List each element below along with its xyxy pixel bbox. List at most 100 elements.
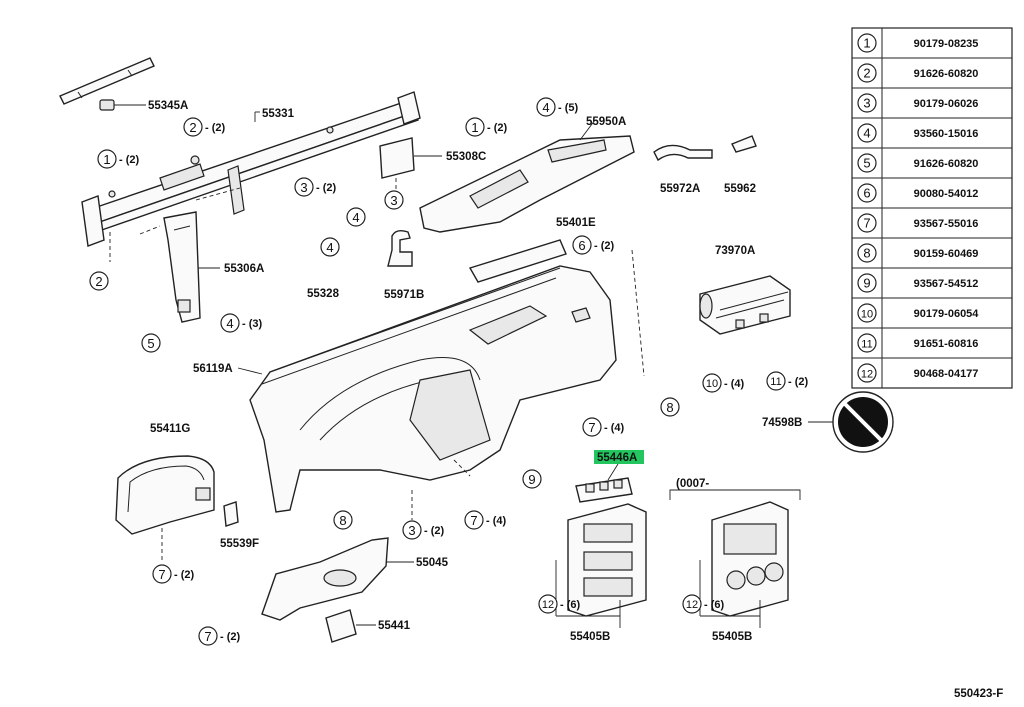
svg-text:- (2): - (2) <box>316 182 337 194</box>
label-55411G: 55411G <box>150 423 190 435</box>
callout-8-left: 8 <box>333 510 353 530</box>
table-ref-number: 2 <box>863 66 870 81</box>
svg-text:- (3): - (3) <box>242 318 263 330</box>
table-ref-number: 10 <box>861 309 873 321</box>
svg-text:- (6): - (6) <box>704 599 725 611</box>
table-part-number: 91626-60820 <box>914 158 979 170</box>
callout-8-right: 8 <box>660 397 680 417</box>
label-55539F: 55539F <box>220 538 259 550</box>
part-55306A-drawing <box>163 211 220 323</box>
table-ref-number: 6 <box>863 186 870 201</box>
table-row: 1 90179-08235 <box>857 33 979 53</box>
svg-text:12: 12 <box>686 599 698 611</box>
svg-text:7: 7 <box>204 629 211 644</box>
part-55539F-drawing <box>223 501 239 527</box>
table-part-number: 90159-60469 <box>914 248 979 260</box>
part-55331-drawing <box>81 91 421 247</box>
part-55441-drawing <box>325 609 376 643</box>
label-55306A: 55306A <box>224 263 264 275</box>
svg-text:- (2): - (2) <box>174 569 195 581</box>
svg-text:- (2): - (2) <box>594 240 615 252</box>
label-55405B-left: 55405B <box>570 631 610 643</box>
label-range-note: (0007- <box>676 478 709 490</box>
label-73970A: 73970A <box>715 245 755 257</box>
table-ref-number: 1 <box>863 36 870 51</box>
parts-reference-table: 1 90179-08235 2 91626-60820 3 90179-06026 4 935… <box>851 27 1013 389</box>
svg-text:- (4): - (4) <box>486 515 507 527</box>
svg-text:- (2): - (2) <box>220 631 241 643</box>
part-55308C-drawing <box>379 137 442 190</box>
callout-2-top: 2 - (2) <box>183 117 226 137</box>
part-55962-drawing <box>731 135 757 153</box>
part-55950A-drawing <box>419 119 635 233</box>
part-55446A-drawing <box>575 463 633 503</box>
label-55308C: 55308C <box>446 151 486 163</box>
table-row: 5 91626-60820 <box>857 153 979 173</box>
callout-12-right: 12 - (6) <box>682 594 725 614</box>
callout-3-bottom: 3 - (2) <box>402 520 445 540</box>
table-ref-number: 12 <box>861 369 873 381</box>
svg-text:9: 9 <box>528 472 535 487</box>
svg-text:4: 4 <box>352 210 359 225</box>
svg-text:- (2): - (2) <box>119 154 140 166</box>
callout-12-left: 12 - (6) <box>538 594 581 614</box>
svg-text:12: 12 <box>542 599 554 611</box>
label-55328: 55328 <box>307 288 340 300</box>
label-55405B-right: 55405B <box>712 631 752 643</box>
svg-text:8: 8 <box>666 400 673 415</box>
label-55971B: 55971B <box>384 289 424 301</box>
svg-text:3: 3 <box>300 180 307 195</box>
svg-text:3: 3 <box>390 193 397 208</box>
table-part-number: 93567-54512 <box>914 278 979 290</box>
table-part-number: 90179-06026 <box>914 98 979 110</box>
part-55971B-drawing <box>387 229 413 267</box>
table-part-number: 90179-08235 <box>914 38 979 50</box>
svg-text:7: 7 <box>158 567 165 582</box>
label-55345A: 55345A <box>148 100 188 112</box>
svg-text:5: 5 <box>147 336 154 351</box>
callout-3-mid: 3 <box>384 190 404 210</box>
callout-7-qty4-right: 7 - (4) <box>582 417 625 437</box>
callout-2-lower: 2 <box>89 271 109 291</box>
table-part-number: 90468-04177 <box>914 368 979 380</box>
part-55401E-drawing <box>468 239 567 283</box>
label-55045: 55045 <box>416 557 449 569</box>
svg-text:4: 4 <box>226 316 233 331</box>
table-row: 4 93560-15016 <box>857 123 979 143</box>
svg-text:- (5): - (5) <box>558 102 579 114</box>
svg-text:- (2): - (2) <box>205 122 226 134</box>
table-ref-number: 9 <box>863 276 870 291</box>
callout-4-qty5: 4 - (5) <box>536 97 579 117</box>
part-73970A-drawing <box>699 275 791 335</box>
table-ref-number: 3 <box>863 96 870 111</box>
part-55411G-drawing <box>115 455 215 535</box>
label-55331: 55331 <box>262 108 295 120</box>
part-74598B-drawing <box>808 391 894 453</box>
svg-text:2: 2 <box>95 274 102 289</box>
callout-7-qty4-mid: 7 - (4) <box>464 510 507 530</box>
table-ref-number: 4 <box>863 126 870 141</box>
table-part-number: 93560-15016 <box>914 128 979 140</box>
callout-7-lower-panel: 7 - (2) <box>198 626 241 646</box>
callout-5: 5 <box>141 333 161 353</box>
label-55401E: 55401E <box>556 217 596 229</box>
svg-text:- (6): - (6) <box>560 599 581 611</box>
table-row: 3 90179-06026 <box>857 93 979 113</box>
label-56119A: 56119A <box>193 363 233 375</box>
part-55045-drawing <box>261 537 414 621</box>
svg-text:7: 7 <box>470 513 477 528</box>
label-figure-code: 550423-F <box>954 688 1003 700</box>
callout-7-hood: 7 - (2) <box>152 564 195 584</box>
callout-1-left: 1 - (2) <box>97 149 140 169</box>
part-56119A-drawing <box>237 265 617 513</box>
table-ref-number: 5 <box>863 156 870 171</box>
svg-text:1: 1 <box>103 152 110 167</box>
table-ref-number: 7 <box>863 216 870 231</box>
callout-6: 6 - (2) <box>572 235 615 255</box>
label-55446A[interactable]: 55446A <box>597 452 637 464</box>
